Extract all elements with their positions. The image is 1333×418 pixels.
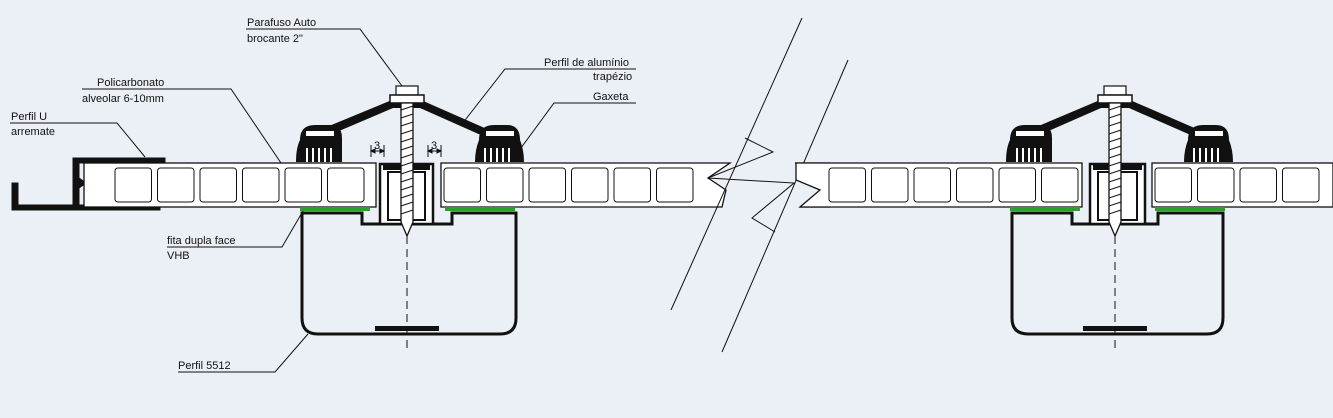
panel-cell (242, 167, 280, 203)
panel-cell (1154, 167, 1192, 203)
gasket-right-a (1006, 125, 1052, 162)
polycarbonate-panel-left (83, 162, 377, 208)
panel-cell (571, 167, 609, 203)
polycarbonate-label-line2: alveolar 6-10mm (82, 93, 164, 105)
panel-cell (284, 167, 322, 203)
u-profile-label-line2: arremate (11, 126, 55, 138)
polycarbonate-panel-right-a (795, 162, 1083, 208)
screw-right (1097, 85, 1133, 348)
right-assembly (795, 85, 1333, 348)
tape-label-line2: VHB (167, 250, 190, 262)
panel-cell (443, 167, 481, 203)
gasket-right-b (1184, 125, 1233, 162)
panel-cell (327, 167, 365, 203)
panel-cell (913, 167, 951, 203)
panel-cell (199, 167, 237, 203)
panel-cell (1041, 167, 1079, 203)
panel-cell (1282, 167, 1320, 203)
gap-dimension-right: 3 (426, 140, 443, 157)
gap-dimension-left: 3 (369, 140, 386, 157)
annotations: Parafuso Auto brocante 2" Perfil de alum… (10, 17, 636, 373)
screw-label-line1: Parafuso Auto (247, 17, 316, 29)
panel-cell (528, 167, 566, 203)
panel-cell (956, 167, 994, 203)
tape-label-line1: fita dupla face (167, 235, 236, 247)
panel-cell (613, 167, 651, 203)
gap-right-label: 3 (431, 140, 437, 152)
polycarbonate-panel-middle (440, 162, 733, 208)
self-drilling-screw (389, 85, 425, 348)
panel-cell (828, 167, 866, 203)
panel-cell (1239, 167, 1277, 203)
left-assembly: 3 3 (11, 85, 733, 348)
panel-cell (157, 167, 195, 203)
profile-label-line1: Perfil de alumínio (544, 57, 629, 69)
gasket-label: Gaxeta (593, 91, 629, 103)
polycarbonate-panel-right-b (1151, 162, 1333, 208)
steel-profile-right (1010, 211, 1225, 336)
panel-cell (998, 167, 1036, 203)
u-profile-label-line1: Perfil U (11, 111, 47, 123)
polycarbonate-label-line1: Policarbonato (97, 77, 164, 89)
vhb-tape-left (300, 207, 370, 211)
profile-label-line2: trapézio (593, 71, 632, 83)
panel-cell (1197, 167, 1235, 203)
vhb-tape-right (445, 207, 515, 211)
gasket-right (475, 125, 524, 162)
gasket-left (296, 125, 342, 162)
panel-cell (871, 167, 909, 203)
panel-cell (486, 167, 524, 203)
panel-cell (114, 167, 152, 203)
steel-profile-5512 (300, 211, 518, 336)
steel-profile-label: Perfil 5512 (178, 360, 231, 372)
gap-left-label: 3 (374, 140, 380, 152)
panel-cell (656, 167, 694, 203)
screw-label-line2: brocante 2" (247, 33, 303, 45)
